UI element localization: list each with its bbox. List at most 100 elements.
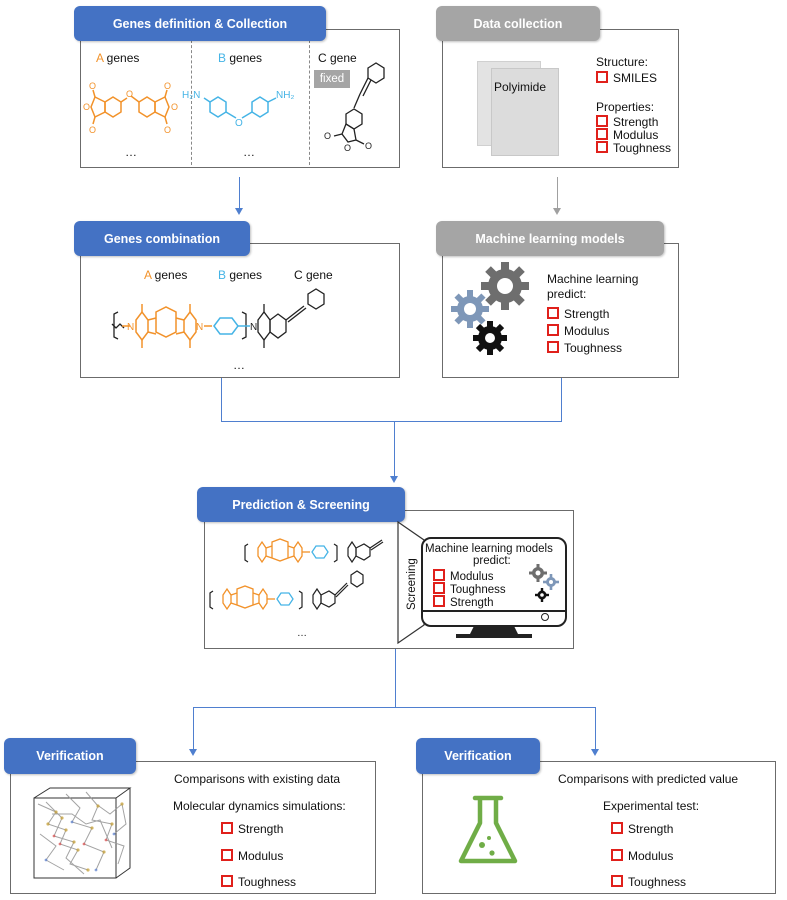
monitor-item: Strength — [433, 595, 493, 609]
checkbox-icon — [596, 115, 608, 127]
verif-left-line2: Molecular dynamics simulations: — [173, 799, 346, 813]
monitor-bezel-line — [423, 610, 565, 612]
checkbox-icon — [596, 128, 608, 140]
verif-right-line2: Experimental test: — [603, 799, 700, 813]
monitor-stand — [456, 626, 532, 638]
comb-ellipsis: … — [233, 358, 245, 372]
b-genes-label: B genes — [218, 51, 263, 65]
comb-a-genes-label: A genes — [144, 268, 188, 282]
arrow-to-verification-left — [189, 749, 197, 756]
a-gene-o6: O — [171, 102, 178, 112]
verif-right-item: Strength — [611, 822, 673, 836]
checkbox-icon — [221, 849, 233, 861]
data-collection-panel: Polyimide Structure: SMILES Properties: … — [442, 29, 679, 168]
verif-right-item: Toughness — [611, 875, 686, 889]
arrow-genes-def-to-combination — [235, 208, 243, 215]
comb-b-genes-label: B genes — [218, 268, 263, 282]
connector-to-verification-left — [193, 707, 194, 751]
a-gene-o1: O — [89, 81, 96, 91]
a-gene-dianhydride-structure: O O O O O O O — [83, 81, 178, 135]
a-gene-o4: O — [126, 89, 133, 99]
checkbox-icon — [596, 141, 608, 153]
checkbox-icon — [221, 875, 233, 887]
comb-n-c: N — [250, 322, 257, 333]
checkbox-icon — [547, 341, 559, 353]
a-genes-label: A genes — [96, 51, 140, 65]
c-gene-structure: O O O — [324, 62, 385, 153]
document-front-page — [491, 68, 559, 156]
monitor-item: Toughness — [433, 582, 506, 596]
molecular-dynamics-box — [33, 787, 132, 879]
connector-merge-horizontal — [221, 421, 562, 422]
connector-prediction-down — [395, 649, 396, 708]
verif-left-line1: Comparisons with existing data — [174, 772, 341, 786]
monitor-line2: predict: — [473, 555, 511, 567]
comb-c-gene-label: C gene — [294, 268, 333, 282]
b-gene-o: O — [235, 118, 243, 129]
connector-to-verification-right — [595, 707, 596, 751]
candidate-structure-1 — [244, 538, 384, 564]
ml-models-tab: Machine learning models — [436, 221, 664, 256]
properties-item: Modulus — [596, 128, 658, 142]
ml-item: Modulus — [547, 324, 609, 338]
arrow-data-to-ml — [553, 208, 561, 215]
c-gene-o1: O — [324, 131, 331, 141]
ellipsis-a: … — [125, 145, 137, 159]
connector-ml-down — [561, 378, 562, 422]
divider-bc — [309, 40, 310, 165]
gears-icon — [451, 262, 529, 355]
ml-predict-line1: Machine learning — [547, 272, 639, 286]
small-gears-icon — [529, 564, 559, 602]
verif-right-line1: Comparisons with predicted value — [558, 772, 739, 786]
verif-left-item: Toughness — [221, 875, 296, 889]
c-gene-label: C gene — [318, 51, 357, 65]
comb-n-right: N — [196, 322, 203, 333]
document-label: Polyimide — [494, 80, 547, 94]
genes-combination-panel: A genes B genes C gene … — [80, 243, 400, 378]
b-gene-nh2-left: H₂N — [182, 90, 200, 101]
prediction-ellipsis: … — [297, 628, 307, 639]
properties-label: Properties: — [596, 100, 655, 114]
checkbox-icon — [611, 849, 623, 861]
b-gene-nh2-right: NH₂ — [276, 90, 294, 101]
properties-item: Strength — [596, 115, 658, 129]
data-collection-tab: Data collection — [436, 6, 600, 41]
verification-right-panel: Comparisons with predicted value Experim… — [422, 761, 776, 894]
monitor-screen: Machine learning models predict: Modulus… — [421, 537, 567, 627]
checkbox-icon — [547, 324, 559, 336]
checkbox-icon — [433, 569, 445, 581]
connector-combination-down — [221, 378, 222, 422]
monitor-power-button — [541, 613, 549, 621]
properties-item: Toughness — [596, 141, 671, 155]
combined-polyimide-structure: N N N — [111, 288, 325, 348]
comb-n-left: N — [127, 322, 134, 333]
fixed-badge: fixed — [314, 70, 350, 88]
ml-item: Toughness — [547, 341, 622, 355]
c-gene-o2: O — [344, 143, 351, 153]
ml-predict-line2: predict: — [547, 287, 587, 301]
a-gene-o2: O — [83, 102, 90, 112]
divider-ab — [191, 40, 192, 165]
verification-left-panel: Comparisons with existing data Molecular… — [10, 761, 376, 894]
checkbox-icon — [547, 307, 559, 319]
verif-right-item: Modulus — [611, 849, 673, 863]
checkbox-icon — [433, 595, 445, 607]
a-gene-o3: O — [89, 125, 96, 135]
connector-merge-down — [394, 421, 395, 479]
genes-combination-tab: Genes combination — [74, 221, 250, 256]
arrow-to-prediction — [390, 476, 398, 483]
genes-definition-tab: Genes definition & Collection — [74, 6, 326, 41]
monitor-item: Modulus — [433, 569, 493, 583]
connector-data-to-ml — [557, 177, 558, 210]
c-gene-o3: O — [365, 141, 372, 151]
a-gene-o7: O — [164, 125, 171, 135]
screening-label: Screening — [406, 558, 418, 610]
verification-left-tab: Verification — [4, 738, 136, 774]
ellipsis-b: … — [243, 145, 255, 159]
checkbox-icon — [596, 71, 608, 83]
b-gene-diamine-structure: H₂N NH₂ O — [182, 90, 294, 129]
verif-left-item: Strength — [221, 822, 283, 836]
verification-right-tab: Verification — [416, 738, 540, 774]
checkbox-icon — [611, 822, 623, 834]
prediction-tab: Prediction & Screening — [197, 487, 405, 522]
